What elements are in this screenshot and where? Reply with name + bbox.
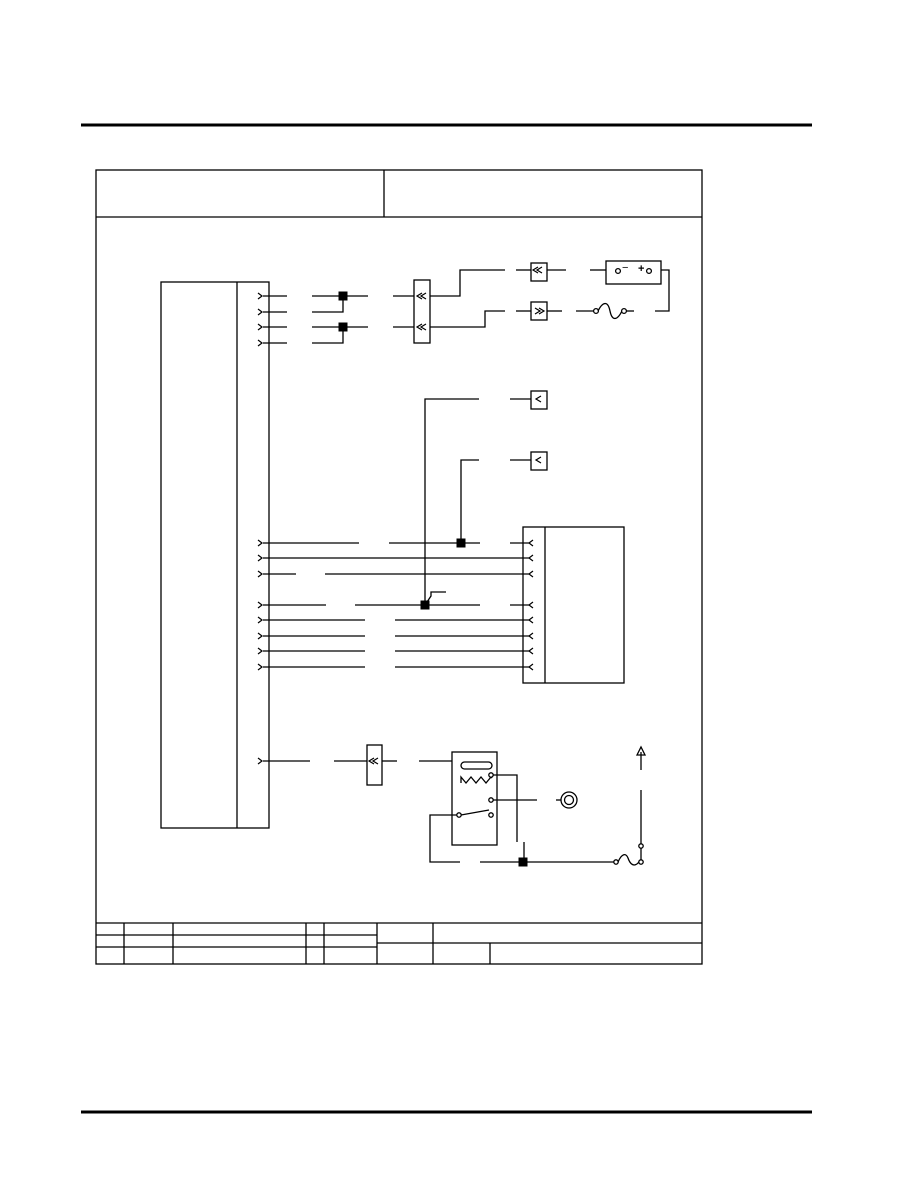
module-pin <box>257 632 263 640</box>
bottom-harness-wire <box>263 744 452 786</box>
module-pin <box>257 601 263 609</box>
sensor-connector-b <box>460 451 548 543</box>
module-pin <box>257 292 263 300</box>
inline-connector <box>413 279 431 344</box>
module-connector-pins <box>257 292 263 765</box>
lamp <box>556 791 578 809</box>
control-module <box>160 281 270 829</box>
inline-connector-wires <box>430 269 531 328</box>
middle-harness-wires <box>263 542 529 668</box>
battery-side-connector <box>530 262 566 282</box>
splice-node <box>338 291 348 301</box>
module-pin <box>257 323 263 331</box>
module-pin <box>257 647 263 655</box>
module-pin <box>257 339 263 347</box>
module-pin <box>257 308 263 316</box>
battery-minus-label: − <box>622 262 628 274</box>
splice-node <box>456 538 466 548</box>
fuse <box>576 302 634 320</box>
module-pin <box>257 616 263 624</box>
diagram-frame <box>95 169 703 965</box>
relay <box>451 751 498 846</box>
right-component <box>522 526 625 684</box>
fuse-side-connector <box>530 301 562 321</box>
inline-connector-lower <box>366 744 383 786</box>
relay-wires <box>429 774 614 863</box>
splice-node <box>518 857 528 867</box>
module-pin <box>257 539 263 547</box>
splice-node <box>420 600 430 610</box>
sensor-connector-a <box>424 390 548 603</box>
power-feed-arrow-icon <box>635 745 647 770</box>
revision-table <box>96 922 702 964</box>
module-pin <box>257 757 263 765</box>
battery-plus-label: + <box>638 263 644 275</box>
module-pin <box>257 663 263 671</box>
module-pin <box>257 570 263 578</box>
title-block <box>96 170 702 218</box>
splice-node <box>338 322 348 332</box>
module-pin <box>257 554 263 562</box>
top-harness-wires <box>263 295 416 344</box>
lower-fuse <box>613 790 644 866</box>
battery: − + <box>590 260 670 312</box>
